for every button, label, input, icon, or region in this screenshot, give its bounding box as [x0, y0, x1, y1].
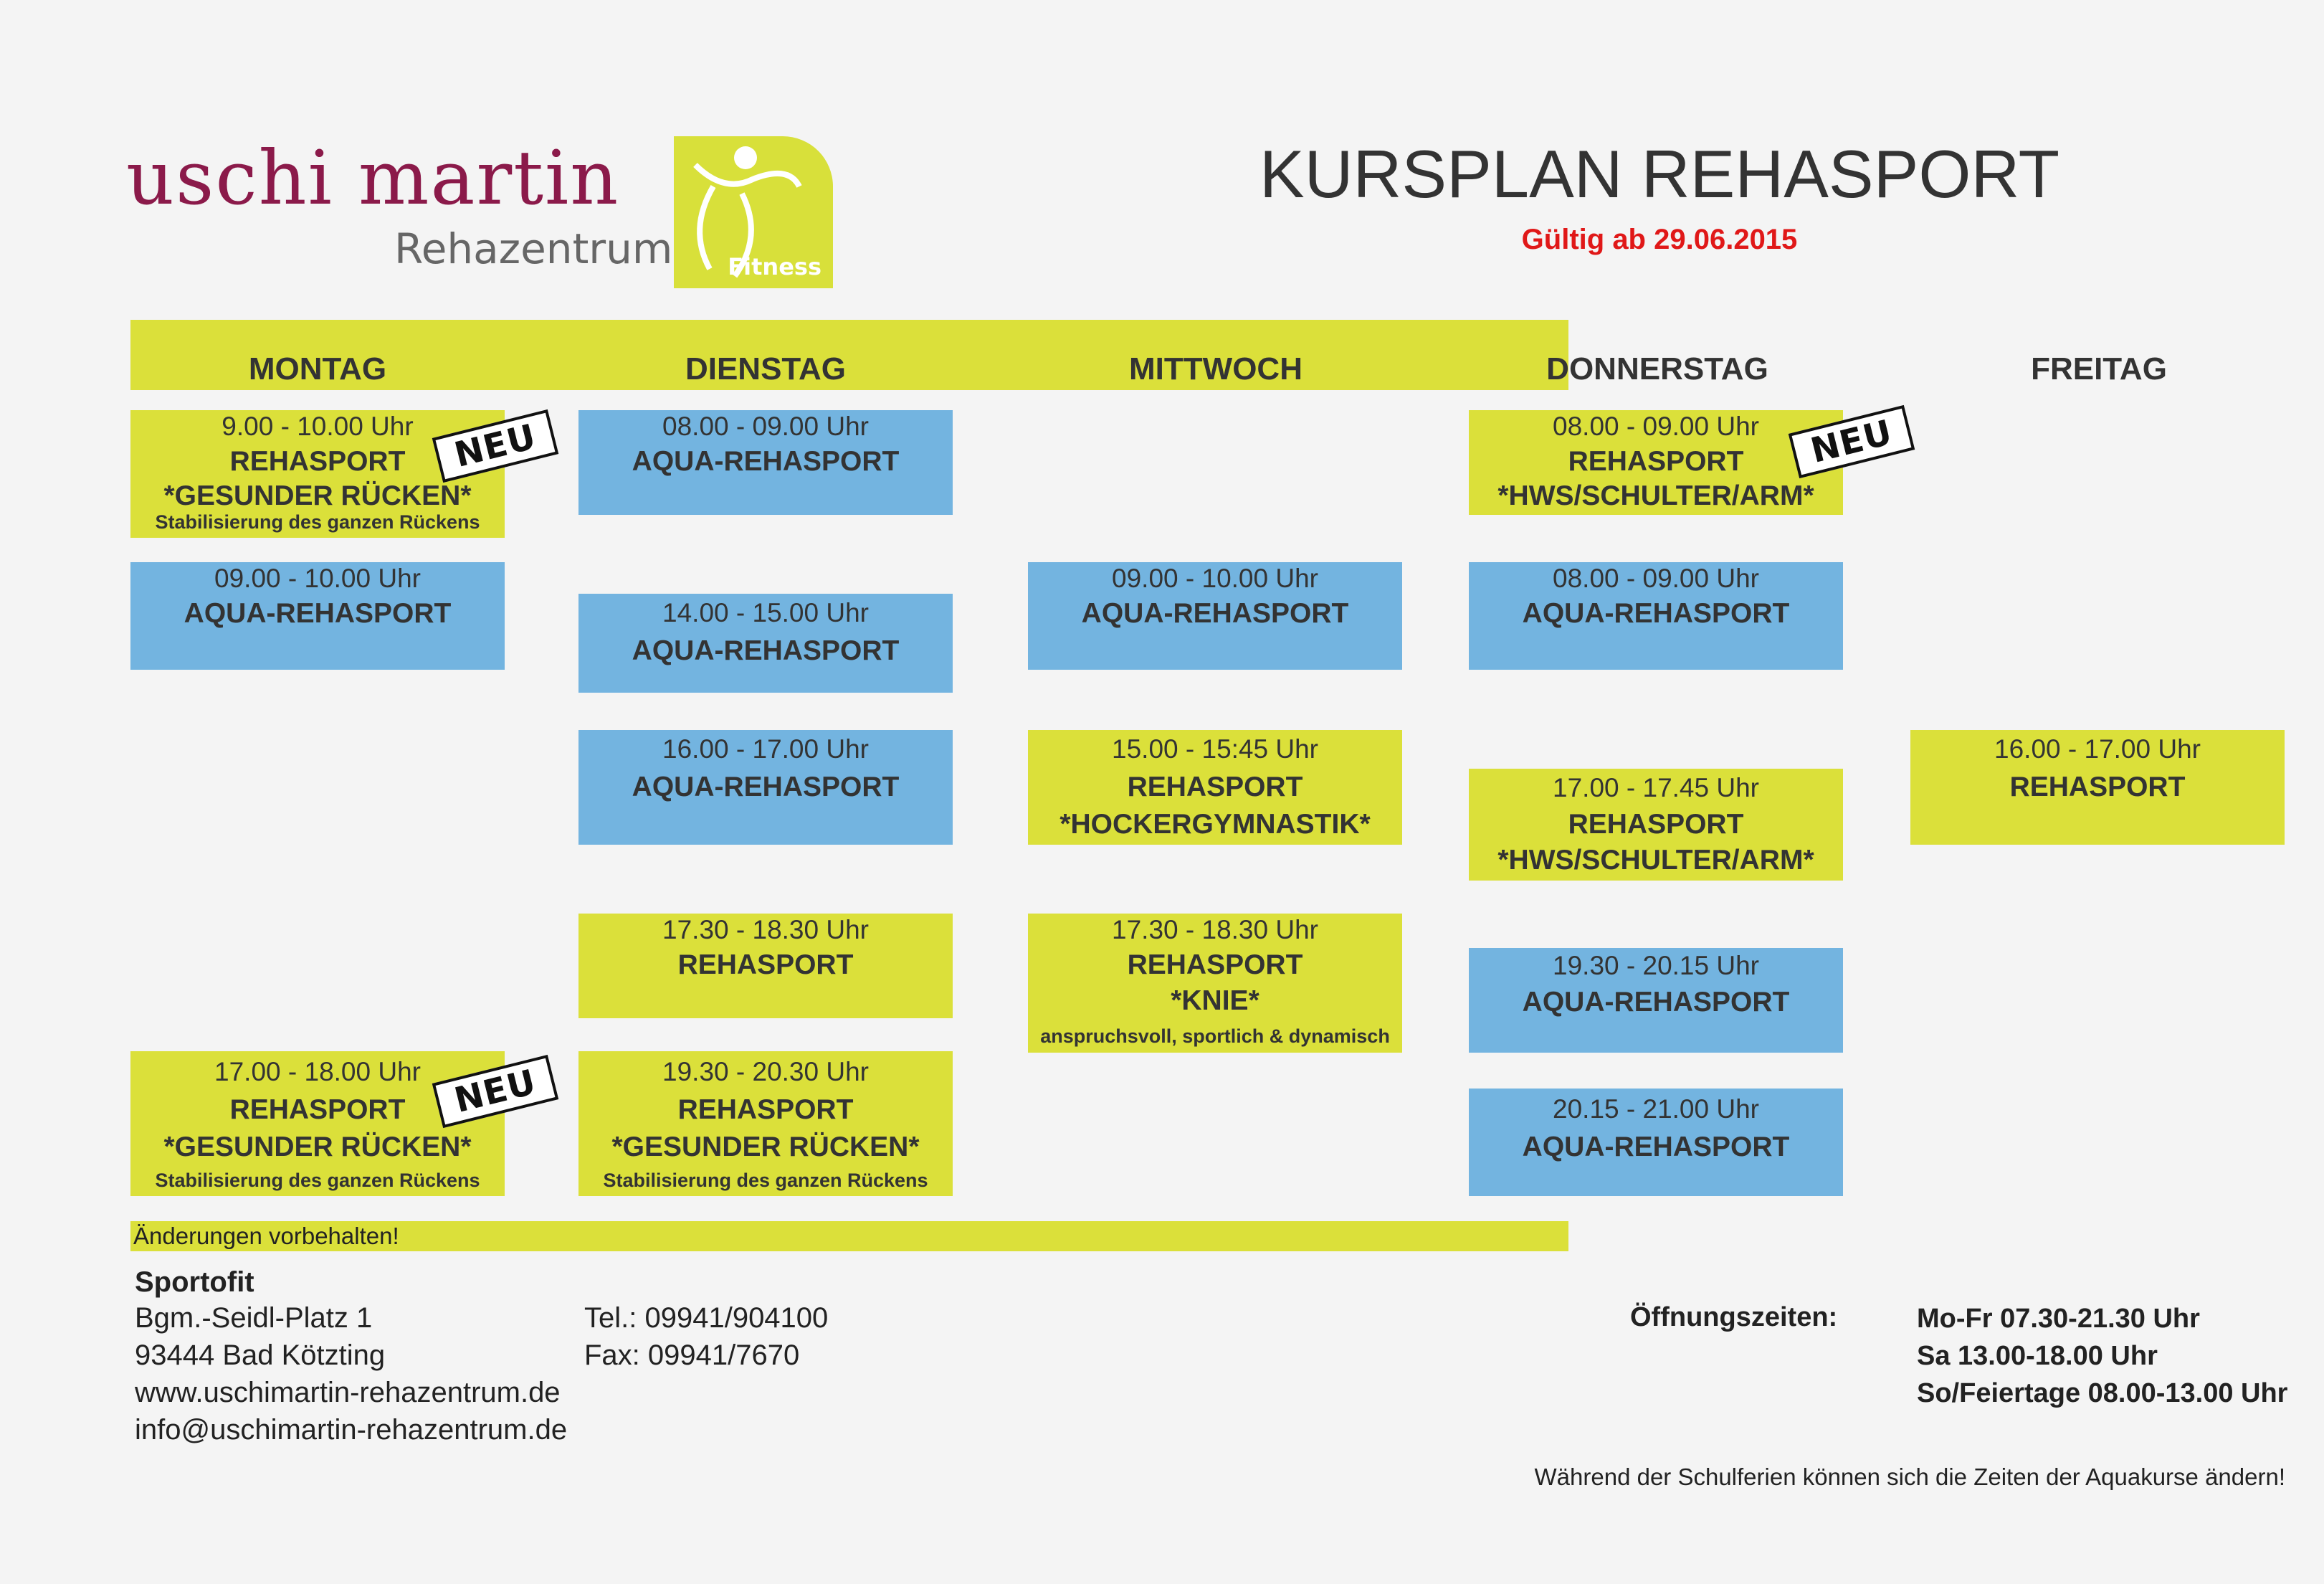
- class-card: 16.00 - 17.00 Uhr REHASPORT: [1910, 730, 2285, 845]
- class-time: 15.00 - 15:45 Uhr: [1112, 734, 1318, 764]
- class-time: 20.15 - 21.00 Uhr: [1553, 1094, 1759, 1124]
- class-time: 09.00 - 10.00 Uhr: [1112, 564, 1318, 593]
- fax-number: Fax: 09941/7670: [584, 1339, 800, 1371]
- class-name: REHASPORT: [1127, 772, 1303, 802]
- runner-icon: [693, 146, 802, 278]
- class-time: 17.30 - 18.30 Uhr: [1112, 915, 1318, 944]
- class-card: 17.30 - 18.30 Uhr REHASPORT *KNIE* anspr…: [1028, 914, 1402, 1053]
- class-time: 17.00 - 18.00 Uhr: [214, 1057, 421, 1086]
- class-card: 20.15 - 21.00 Uhr AQUA-REHASPORT: [1469, 1089, 1843, 1196]
- class-name: AQUA-REHASPORT: [632, 772, 900, 802]
- class-name: AQUA-REHASPORT: [1522, 987, 1790, 1018]
- class-name: REHASPORT: [677, 949, 854, 980]
- class-time: 14.00 - 15.00 Uhr: [662, 598, 869, 627]
- logo-subtitle: Rehazentrum: [394, 224, 673, 273]
- class-card: 14.00 - 15.00 Uhr AQUA-REHASPORT: [578, 594, 953, 693]
- class-focus: *HWS/SCHULTER/ARM*: [1497, 480, 1814, 511]
- logo-name: uschi martin: [126, 134, 620, 222]
- class-card: 08.00 - 09.00 Uhr AQUA-REHASPORT: [1469, 562, 1843, 670]
- day-friday: FREITAG: [2031, 351, 2167, 386]
- class-note: Stabilisierung des ganzen Rückens: [155, 1170, 480, 1191]
- class-note: Stabilisierung des ganzen Rückens: [155, 511, 480, 533]
- class-card: 09.00 - 10.00 Uhr AQUA-REHASPORT: [1028, 562, 1402, 670]
- class-name: REHASPORT: [1127, 949, 1303, 980]
- class-name: REHASPORT: [2009, 772, 2186, 802]
- day-monday: MONTAG: [248, 351, 387, 386]
- opening-hours-weekdays: Mo-Fr 07.30-21.30 Uhr: [1917, 1304, 2200, 1334]
- class-focus: *GESUNDER RÜCKEN*: [611, 1132, 920, 1162]
- notice-text: Änderungen vorbehalten!: [133, 1223, 399, 1249]
- class-name: REHASPORT: [1568, 809, 1744, 840]
- email-link[interactable]: info@uschimartin-rehazentrum.de: [135, 1414, 568, 1446]
- day-tuesday: DIENSTAG: [685, 351, 847, 386]
- class-card: 08.00 - 09.00 Uhr REHASPORT *HWS/SCHULTE…: [1469, 410, 1843, 515]
- opening-hours-saturday: Sa 13.00-18.00 Uhr: [1917, 1341, 2158, 1371]
- class-name: REHASPORT: [229, 1094, 406, 1125]
- class-focus: *KNIE*: [1171, 985, 1259, 1016]
- day-wednesday: MITTWOCH: [1129, 351, 1303, 386]
- class-time: 9.00 - 10.00 Uhr: [222, 412, 414, 441]
- class-name: AQUA-REHASPORT: [1522, 1132, 1790, 1162]
- class-time: 16.00 - 17.00 Uhr: [1994, 734, 2201, 764]
- class-time: 08.00 - 09.00 Uhr: [1553, 564, 1759, 593]
- class-name: AQUA-REHASPORT: [632, 446, 900, 477]
- class-focus: *GESUNDER RÜCKEN*: [163, 480, 472, 511]
- class-focus: *GESUNDER RÜCKEN*: [163, 1132, 472, 1162]
- class-focus: *HOCKERGYMNASTIK*: [1059, 809, 1371, 840]
- phone-number: Tel.: 09941/904100: [584, 1302, 829, 1334]
- class-card: 17.00 - 17.45 Uhr REHASPORT *HWS/SCHULTE…: [1469, 769, 1843, 881]
- opening-hours-sunday: So/Feiertage 08.00-13.00 Uhr: [1917, 1378, 2288, 1408]
- notice-band: [130, 1221, 1568, 1251]
- class-focus: *HWS/SCHULTER/ARM*: [1497, 845, 1814, 876]
- fitness-logo-badge: Fitness: [674, 136, 833, 288]
- class-time: 09.00 - 10.00 Uhr: [214, 564, 421, 593]
- class-card: 08.00 - 09.00 Uhr AQUA-REHASPORT: [578, 410, 953, 515]
- class-name: AQUA-REHASPORT: [632, 635, 900, 666]
- class-note: anspruchsvoll, sportlich & dynamisch: [1040, 1025, 1390, 1047]
- class-time: 17.30 - 18.30 Uhr: [662, 915, 869, 944]
- street-address: Bgm.-Seidl-Platz 1: [135, 1302, 373, 1334]
- class-card: 17.30 - 18.30 Uhr REHASPORT: [578, 914, 953, 1018]
- class-name: REHASPORT: [229, 446, 406, 477]
- class-time: 08.00 - 09.00 Uhr: [662, 412, 869, 441]
- class-name: REHASPORT: [1568, 446, 1744, 477]
- class-card: 09.00 - 10.00 Uhr AQUA-REHASPORT: [130, 562, 505, 670]
- class-time: 19.30 - 20.30 Uhr: [662, 1057, 869, 1086]
- company-name: Sportofit: [135, 1266, 254, 1298]
- holiday-note: Während der Schulferien können sich die …: [1534, 1464, 2285, 1490]
- class-name: AQUA-REHASPORT: [1081, 598, 1349, 629]
- logo-badge-text: Fitness: [728, 253, 822, 280]
- page-title: KURSPLAN REHASPORT: [1259, 136, 2060, 212]
- day-header-band: [130, 320, 1568, 390]
- city-address: 93444 Bad Kötzting: [135, 1339, 386, 1371]
- class-time: 17.00 - 17.45 Uhr: [1553, 773, 1759, 802]
- class-card: 19.30 - 20.30 Uhr REHASPORT *GESUNDER RÜ…: [578, 1051, 953, 1196]
- website-link[interactable]: www.uschimartin-rehazentrum.de: [135, 1377, 561, 1408]
- class-card: 19.30 - 20.15 Uhr AQUA-REHASPORT: [1469, 948, 1843, 1053]
- day-thursday: DONNERSTAG: [1546, 351, 1768, 386]
- class-card: 15.00 - 15:45 Uhr REHASPORT *HOCKERGYMNA…: [1028, 730, 1402, 845]
- class-name: AQUA-REHASPORT: [1522, 598, 1790, 629]
- class-time: 19.30 - 20.15 Uhr: [1553, 951, 1759, 980]
- class-time: 16.00 - 17.00 Uhr: [662, 734, 869, 764]
- valid-from: Gültig ab 29.06.2015: [1521, 224, 1798, 255]
- opening-hours-label: Öffnungszeiten:: [1630, 1302, 1838, 1332]
- class-time: 08.00 - 09.00 Uhr: [1553, 412, 1759, 441]
- class-name: AQUA-REHASPORT: [184, 598, 452, 629]
- class-card: 16.00 - 17.00 Uhr AQUA-REHASPORT: [578, 730, 953, 845]
- class-name: REHASPORT: [677, 1094, 854, 1125]
- class-note: Stabilisierung des ganzen Rückens: [603, 1170, 928, 1191]
